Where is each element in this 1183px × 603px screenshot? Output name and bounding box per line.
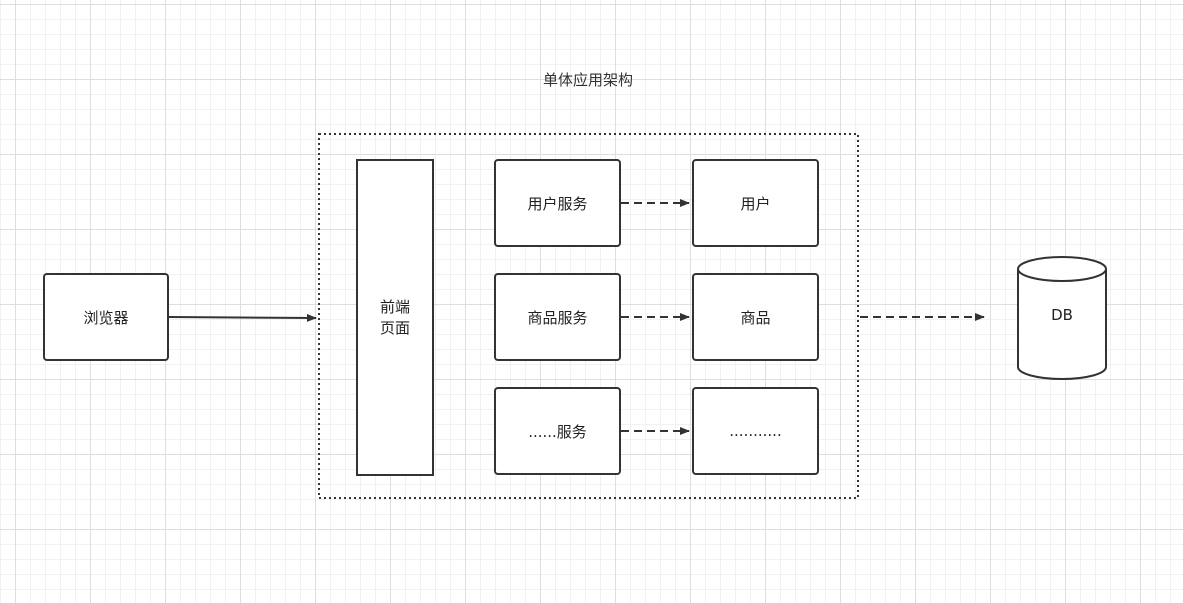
other-service-node: ......服务	[494, 387, 621, 475]
diagram-title: 单体应用架构	[542, 71, 633, 89]
arrow-browser-to-app	[168, 313, 317, 322]
browser-node: 浏览器	[43, 273, 169, 361]
product-data-label: 商品	[740, 308, 771, 327]
user-data-label: 用户	[740, 194, 771, 213]
other-data-node: ...........	[692, 387, 819, 475]
frontend-page-node: 前端页面	[356, 159, 434, 476]
other-service-label: ......服务	[528, 422, 587, 441]
database-cylinder	[1017, 256, 1107, 380]
frontend-page-label: 前端页面	[379, 297, 410, 337]
product-data-node: 商品	[692, 273, 819, 361]
other-data-label: ...........	[729, 422, 782, 440]
product-service-node: 商品服务	[494, 273, 621, 361]
database-label: DB	[1051, 306, 1073, 324]
monolith-container	[318, 133, 859, 499]
product-service-label: 商品服务	[527, 308, 588, 327]
browser-label: 浏览器	[83, 308, 129, 327]
user-service-label: 用户服务	[527, 194, 588, 213]
user-data-node: 用户	[692, 159, 819, 247]
user-service-node: 用户服务	[494, 159, 621, 247]
